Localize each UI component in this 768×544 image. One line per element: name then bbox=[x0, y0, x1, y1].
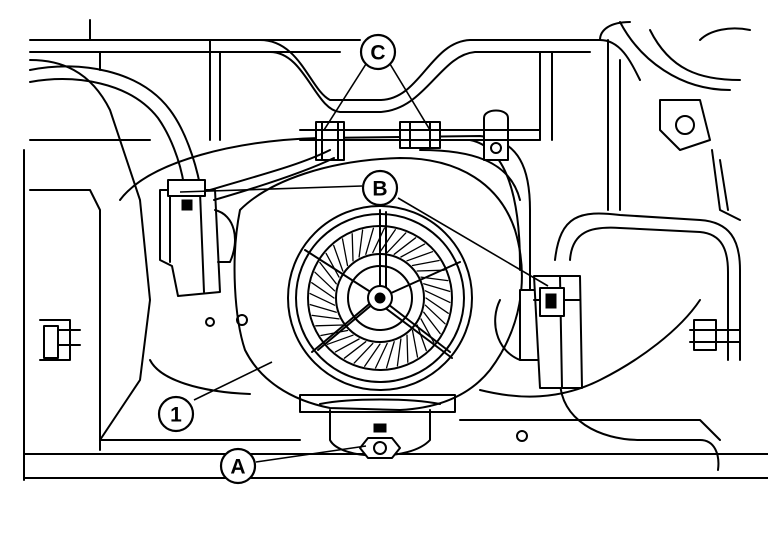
callout-c-label: C bbox=[370, 42, 385, 65]
fan-blade bbox=[333, 244, 344, 272]
mounting-bolt bbox=[359, 423, 401, 459]
background-frame bbox=[23, 19, 768, 481]
fan-blade bbox=[319, 261, 337, 285]
fan-blade bbox=[341, 238, 349, 267]
fan-blade bbox=[416, 324, 427, 352]
fan-blade bbox=[424, 290, 451, 304]
fan-blade bbox=[423, 311, 441, 335]
fan-blade bbox=[325, 252, 340, 278]
leader-lines bbox=[179, 63, 549, 463]
fan-blade bbox=[358, 229, 364, 258]
fan-blade bbox=[364, 343, 381, 367]
fan-blade bbox=[374, 342, 388, 369]
fan-blade bbox=[309, 292, 336, 306]
fan-blade bbox=[393, 237, 417, 255]
fan-blade bbox=[311, 282, 335, 299]
wiring-harness bbox=[209, 149, 521, 201]
fan-blade bbox=[315, 324, 344, 327]
fan-blade bbox=[424, 304, 446, 325]
fan-blade bbox=[351, 233, 354, 262]
callout-b-label: B bbox=[372, 178, 387, 201]
fan-blade bbox=[411, 259, 440, 267]
fan-hub bbox=[304, 209, 461, 359]
fan-blade bbox=[386, 232, 407, 254]
callout-a-label: A bbox=[230, 456, 245, 479]
housing-clips bbox=[299, 109, 541, 161]
fan-blade bbox=[423, 283, 451, 293]
fan-blade bbox=[343, 341, 367, 359]
fan-blade bbox=[400, 243, 426, 258]
fan-blade bbox=[311, 314, 340, 320]
fan-blade bbox=[353, 342, 374, 364]
fan-blade bbox=[309, 303, 337, 313]
right-harness-connector bbox=[494, 275, 583, 389]
fan-blade bbox=[411, 329, 419, 358]
callout-a: A bbox=[219, 447, 257, 485]
fan-blade bbox=[385, 341, 395, 369]
fan-blade bbox=[334, 338, 360, 353]
left-harness-connector bbox=[159, 179, 236, 297]
callout-c: C bbox=[359, 33, 397, 71]
fan-blade bbox=[406, 334, 409, 363]
fan-blades bbox=[309, 227, 451, 369]
fan-blade bbox=[379, 229, 396, 253]
fan-blade bbox=[326, 334, 354, 345]
fan-blade bbox=[365, 227, 375, 255]
fan-blade bbox=[396, 338, 402, 367]
callout-1-label: 1 bbox=[170, 404, 182, 427]
fan-blade bbox=[406, 251, 434, 262]
callout-b: B bbox=[361, 169, 399, 207]
callout-1: 1 bbox=[157, 395, 195, 433]
fan-blade bbox=[425, 297, 449, 314]
fan-blade bbox=[372, 227, 386, 254]
fan-blade bbox=[314, 271, 336, 292]
